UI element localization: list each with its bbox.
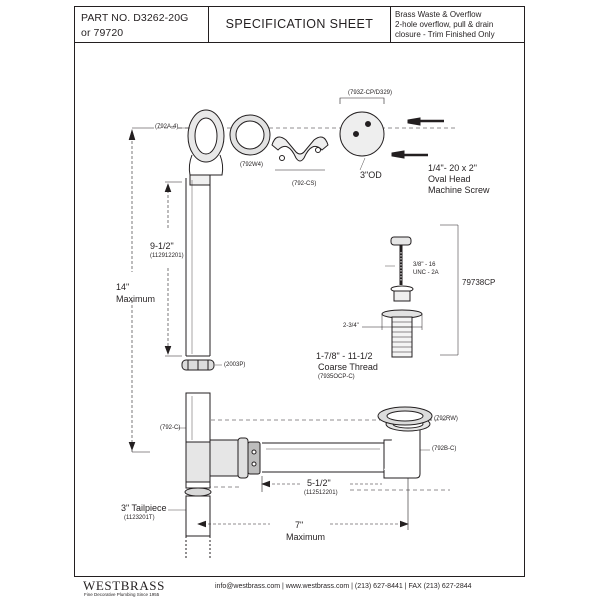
thread-class-label: UNC - 2A [413,270,439,276]
flange-width-label: 2-3/4" [343,323,359,329]
tailpiece-part-label: (1123201T) [124,515,155,521]
brand-tagline: Fine Decorative Plumbing Since 1955 [84,592,160,597]
tee-fitting [185,392,241,489]
drain-shoe [383,416,431,479]
coarse-thread-label: Coarse Thread [318,362,378,372]
nut-part-label: (2003P) [224,362,246,368]
coupling-nut [237,437,261,479]
leader-lines [168,127,432,511]
plate-od-label: 3"OD [360,170,382,180]
dim-9-half-part-label: (112912201) [150,253,184,259]
dim-5-half-part-label: (112512201) [304,490,338,496]
description-line-1: Brass Waste & Overflow [395,10,482,19]
rubber-washer [377,406,433,426]
dim-5-half-label: 5-1/2" [307,478,331,488]
dimension-14-in [128,127,150,453]
dim-14-label: 14" [116,282,130,292]
support-clip [271,136,329,162]
dim-9-half-label: 9-1/2" [150,241,174,251]
part-number-alt: or 79720 [81,27,124,39]
clip-part-label: (792-CS) [292,181,317,187]
brand-logo: WESTBRASS [83,578,165,593]
plate-part-label: (793Z-CP/D329) [348,90,393,96]
description-line-2: 2-hole overflow, pull & drain [395,20,494,29]
page-title: SPECIFICATION SHEET [225,17,374,31]
screw-head-label: Oval Head [428,174,471,184]
part-number: PART NO. D3262-20G [81,12,189,24]
tee-part-label: (792-C) [160,425,181,431]
tailpiece-label: 3" Tailpiece [121,503,167,513]
drain-stopper [362,224,459,358]
thread-size-label: 3/8" - 16 [413,262,436,268]
tailpiece [184,487,212,560]
overflow-plate [339,97,385,157]
screw-type-label: Machine Screw [428,185,490,195]
shoe-part-label: (792B-C) [432,446,457,452]
dim-14-sub-label: Maximum [116,294,156,304]
elbow-part-label: (792A-4) [155,124,179,130]
contact-info: info@westbrass.com | www.westbrass.com |… [215,583,472,590]
dimension-7-in [197,478,409,530]
overflow-elbow [187,109,225,186]
machine-screws [391,117,444,159]
waste-pipe [262,442,384,473]
drawing-frame [74,42,525,577]
gasket-part-label: (792W4) [240,162,264,168]
description-line-3: closure - Trim Finished Only [395,30,495,39]
stopper-part-label: 79738CP [462,278,496,287]
overflow-gasket [229,114,271,156]
screw-size-label: 1/4"- 20 x 2" [428,163,477,173]
dimension-9-half-in [164,181,182,357]
coarse-thread-part-label: (7935OCP-C) [318,374,355,380]
coarse-thread-size-label: 1-7/8" - 11-1/2 [316,351,373,361]
ring-part-label: (792RW) [434,416,458,422]
slip-nut [181,359,215,371]
overflow-pipe [185,178,211,357]
dimension-5-half-in [261,476,382,492]
dim-7-sub-label: Maximum [286,532,326,542]
dim-7-label: 7" [295,520,304,530]
